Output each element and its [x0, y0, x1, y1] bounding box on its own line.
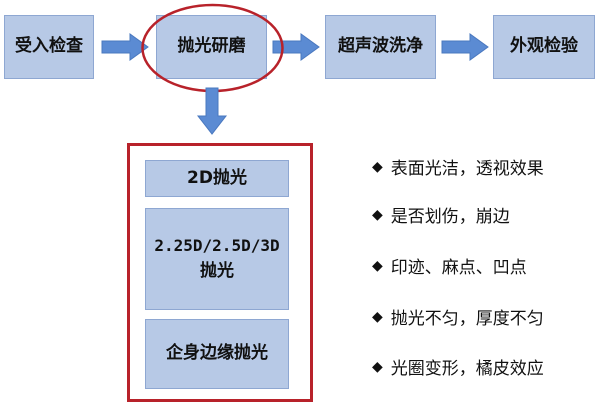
polish-type-label: 企身边缘抛光	[166, 343, 268, 364]
diamond-bullet-icon: ◆	[372, 308, 383, 325]
step-label: 外观检验	[510, 36, 578, 57]
defect-item: ◆ 印迹、麻点、凹点	[372, 253, 527, 279]
defect-item: ◆ 抛光不匀，厚度不匀	[372, 304, 544, 330]
flow-arrow-2	[272, 33, 320, 61]
polish-type-label-line2: 抛光	[200, 261, 234, 282]
defect-text: 是否划伤，崩边	[390, 207, 510, 227]
defect-item: ◆ 表面光洁，透视效果	[372, 154, 544, 180]
highlight-ellipse	[141, 3, 284, 93]
step-label: 超声波洗净	[338, 36, 423, 57]
polish-type-edge: 企身边缘抛光	[145, 319, 289, 389]
defect-item: ◆ 是否划伤，崩边	[372, 202, 510, 228]
step-label: 抛光研磨	[177, 36, 246, 57]
defect-text: 印迹、麻点、凹点	[390, 258, 527, 278]
defect-item: ◆ 光圈变形，橘皮效应	[372, 354, 544, 380]
defect-text: 抛光不匀，厚度不匀	[390, 309, 544, 329]
diamond-bullet-icon: ◆	[372, 158, 383, 175]
defect-text: 表面光洁，透视效果	[390, 159, 544, 179]
polish-types-frame	[127, 143, 313, 402]
diamond-bullet-icon: ◆	[372, 257, 383, 274]
polish-type-2d: 2D抛光	[145, 160, 289, 197]
diamond-bullet-icon: ◆	[372, 358, 383, 375]
defect-text: 光圈变形，橘皮效应	[390, 359, 544, 379]
step-incoming-inspection: 受入检查	[4, 15, 94, 79]
flow-arrow-1	[101, 33, 149, 61]
polish-type-label: 2.25D/2.5D/3D	[154, 235, 280, 255]
step-polish-grinding: 抛光研磨	[156, 15, 267, 79]
flow-arrow-3	[441, 33, 489, 61]
step-label: 受入检查	[15, 36, 83, 57]
polish-type-3d: 2.25D/2.5D/3D 抛光	[145, 208, 289, 310]
step-visual-inspection: 外观检验	[493, 15, 595, 79]
polish-type-label: 2D抛光	[187, 167, 247, 188]
diamond-bullet-icon: ◆	[372, 206, 383, 223]
down-arrow	[196, 87, 228, 135]
step-ultrasonic-cleaning: 超声波洗净	[325, 15, 436, 79]
